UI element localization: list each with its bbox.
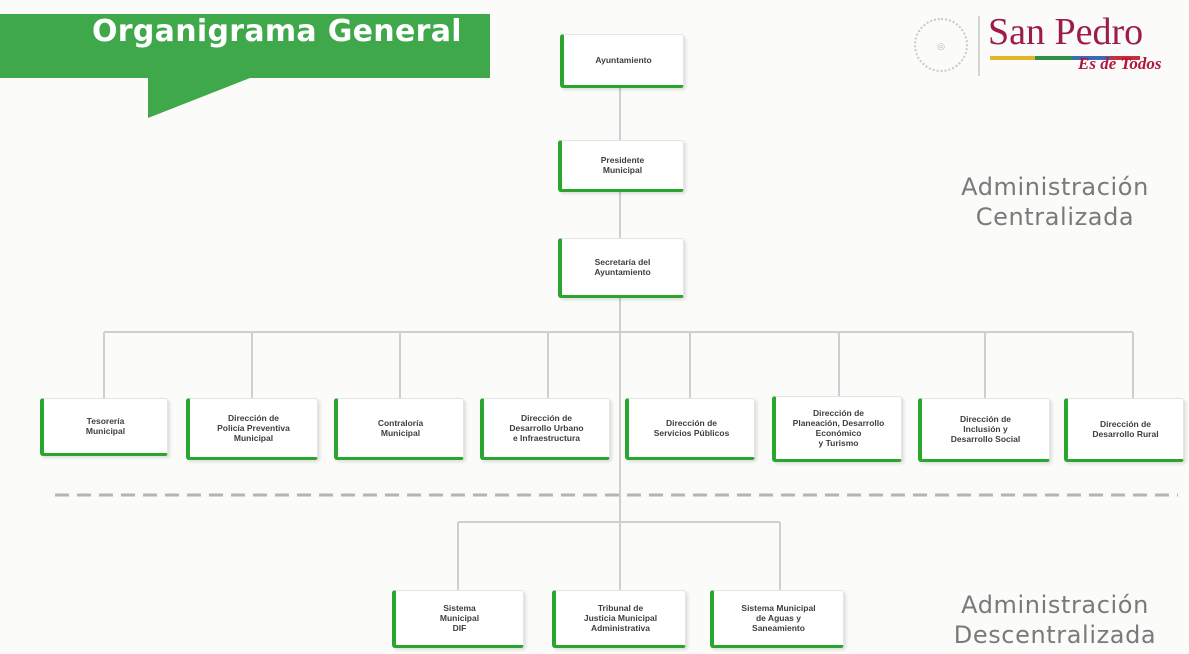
node-ayuntamiento: Ayuntamiento [560,34,684,88]
heading-descentralizada: Administración Descentralizada [925,590,1185,650]
node-contraloria: Contraloría Municipal [334,398,464,460]
node-agua-saneamiento-label: Sistema Municipal de Aguas y Saneamiento [741,603,816,633]
node-tribunal: Tribunal de Justicia Municipal Administr… [552,590,686,648]
node-planeacion: Dirección de Planeación, Desarrollo Econ… [772,396,902,462]
page-title: Organigrama General [92,14,462,49]
node-policia-label: Dirección de Policía Preventiva Municipa… [217,413,290,443]
node-agua-saneamiento: Sistema Municipal de Aguas y Saneamiento [710,590,844,648]
heading-descentralizada-line2: Descentralizada [953,621,1157,649]
node-servicios-publicos: Dirección de Servicios Públicos [625,398,755,460]
logo-tagline: Es de Todos [1078,54,1162,73]
node-desarrollo-urbano: Dirección de Desarrollo Urbano e Infraes… [480,398,610,460]
node-desarrollo-urbano-label: Dirección de Desarrollo Urbano e Infraes… [509,413,584,443]
heading-centralizada-line2: Centralizada [975,203,1135,231]
municipal-seal-icon: ◎ [914,18,968,72]
node-desarrollo-rural-label: Dirección de Desarrollo Rural [1092,419,1159,439]
node-contraloria-label: Contraloría Municipal [377,418,424,438]
logo-name: San Pedro [988,11,1144,53]
node-tribunal-label: Tribunal de Justicia Municipal Administr… [583,603,658,633]
heading-centralizada: Administración Centralizada [925,172,1185,232]
node-servicios-publicos-label: Dirección de Servicios Públicos [653,418,730,438]
node-secretaria-ayuntamiento-label: Secretaría del Ayuntamiento [594,257,651,277]
node-inclusion-label: Dirección de Inclusión y Desarrollo Soci… [950,414,1021,444]
logo-divider [978,16,980,76]
heading-centralizada-line1: Administración [961,173,1149,201]
node-desarrollo-rural: Dirección de Desarrollo Rural [1064,398,1184,462]
node-ayuntamiento-label: Ayuntamiento [595,55,652,65]
node-planeacion-label: Dirección de Planeación, Desarrollo Econ… [792,408,885,448]
heading-descentralizada-line1: Administración [961,591,1149,619]
node-presidente-municipal-label: Presidente Municipal [600,155,645,175]
node-dif-label: Sistema Municipal DIF [439,603,480,633]
node-secretaria-ayuntamiento: Secretaría del Ayuntamiento [558,238,684,298]
node-policia: Dirección de Policía Preventiva Municipa… [186,398,318,460]
node-tesoreria: Tesorería Municipal [40,398,168,456]
node-presidente-municipal: Presidente Municipal [558,140,684,192]
title-banner [0,14,490,118]
san-pedro-logo: ◎ San Pedro Es de Todos [908,10,1162,80]
node-tesoreria-label: Tesorería Municipal [85,416,126,436]
logo-stripe [990,56,1140,60]
node-dif: Sistema Municipal DIF [392,590,524,648]
node-inclusion: Dirección de Inclusión y Desarrollo Soci… [918,398,1050,462]
